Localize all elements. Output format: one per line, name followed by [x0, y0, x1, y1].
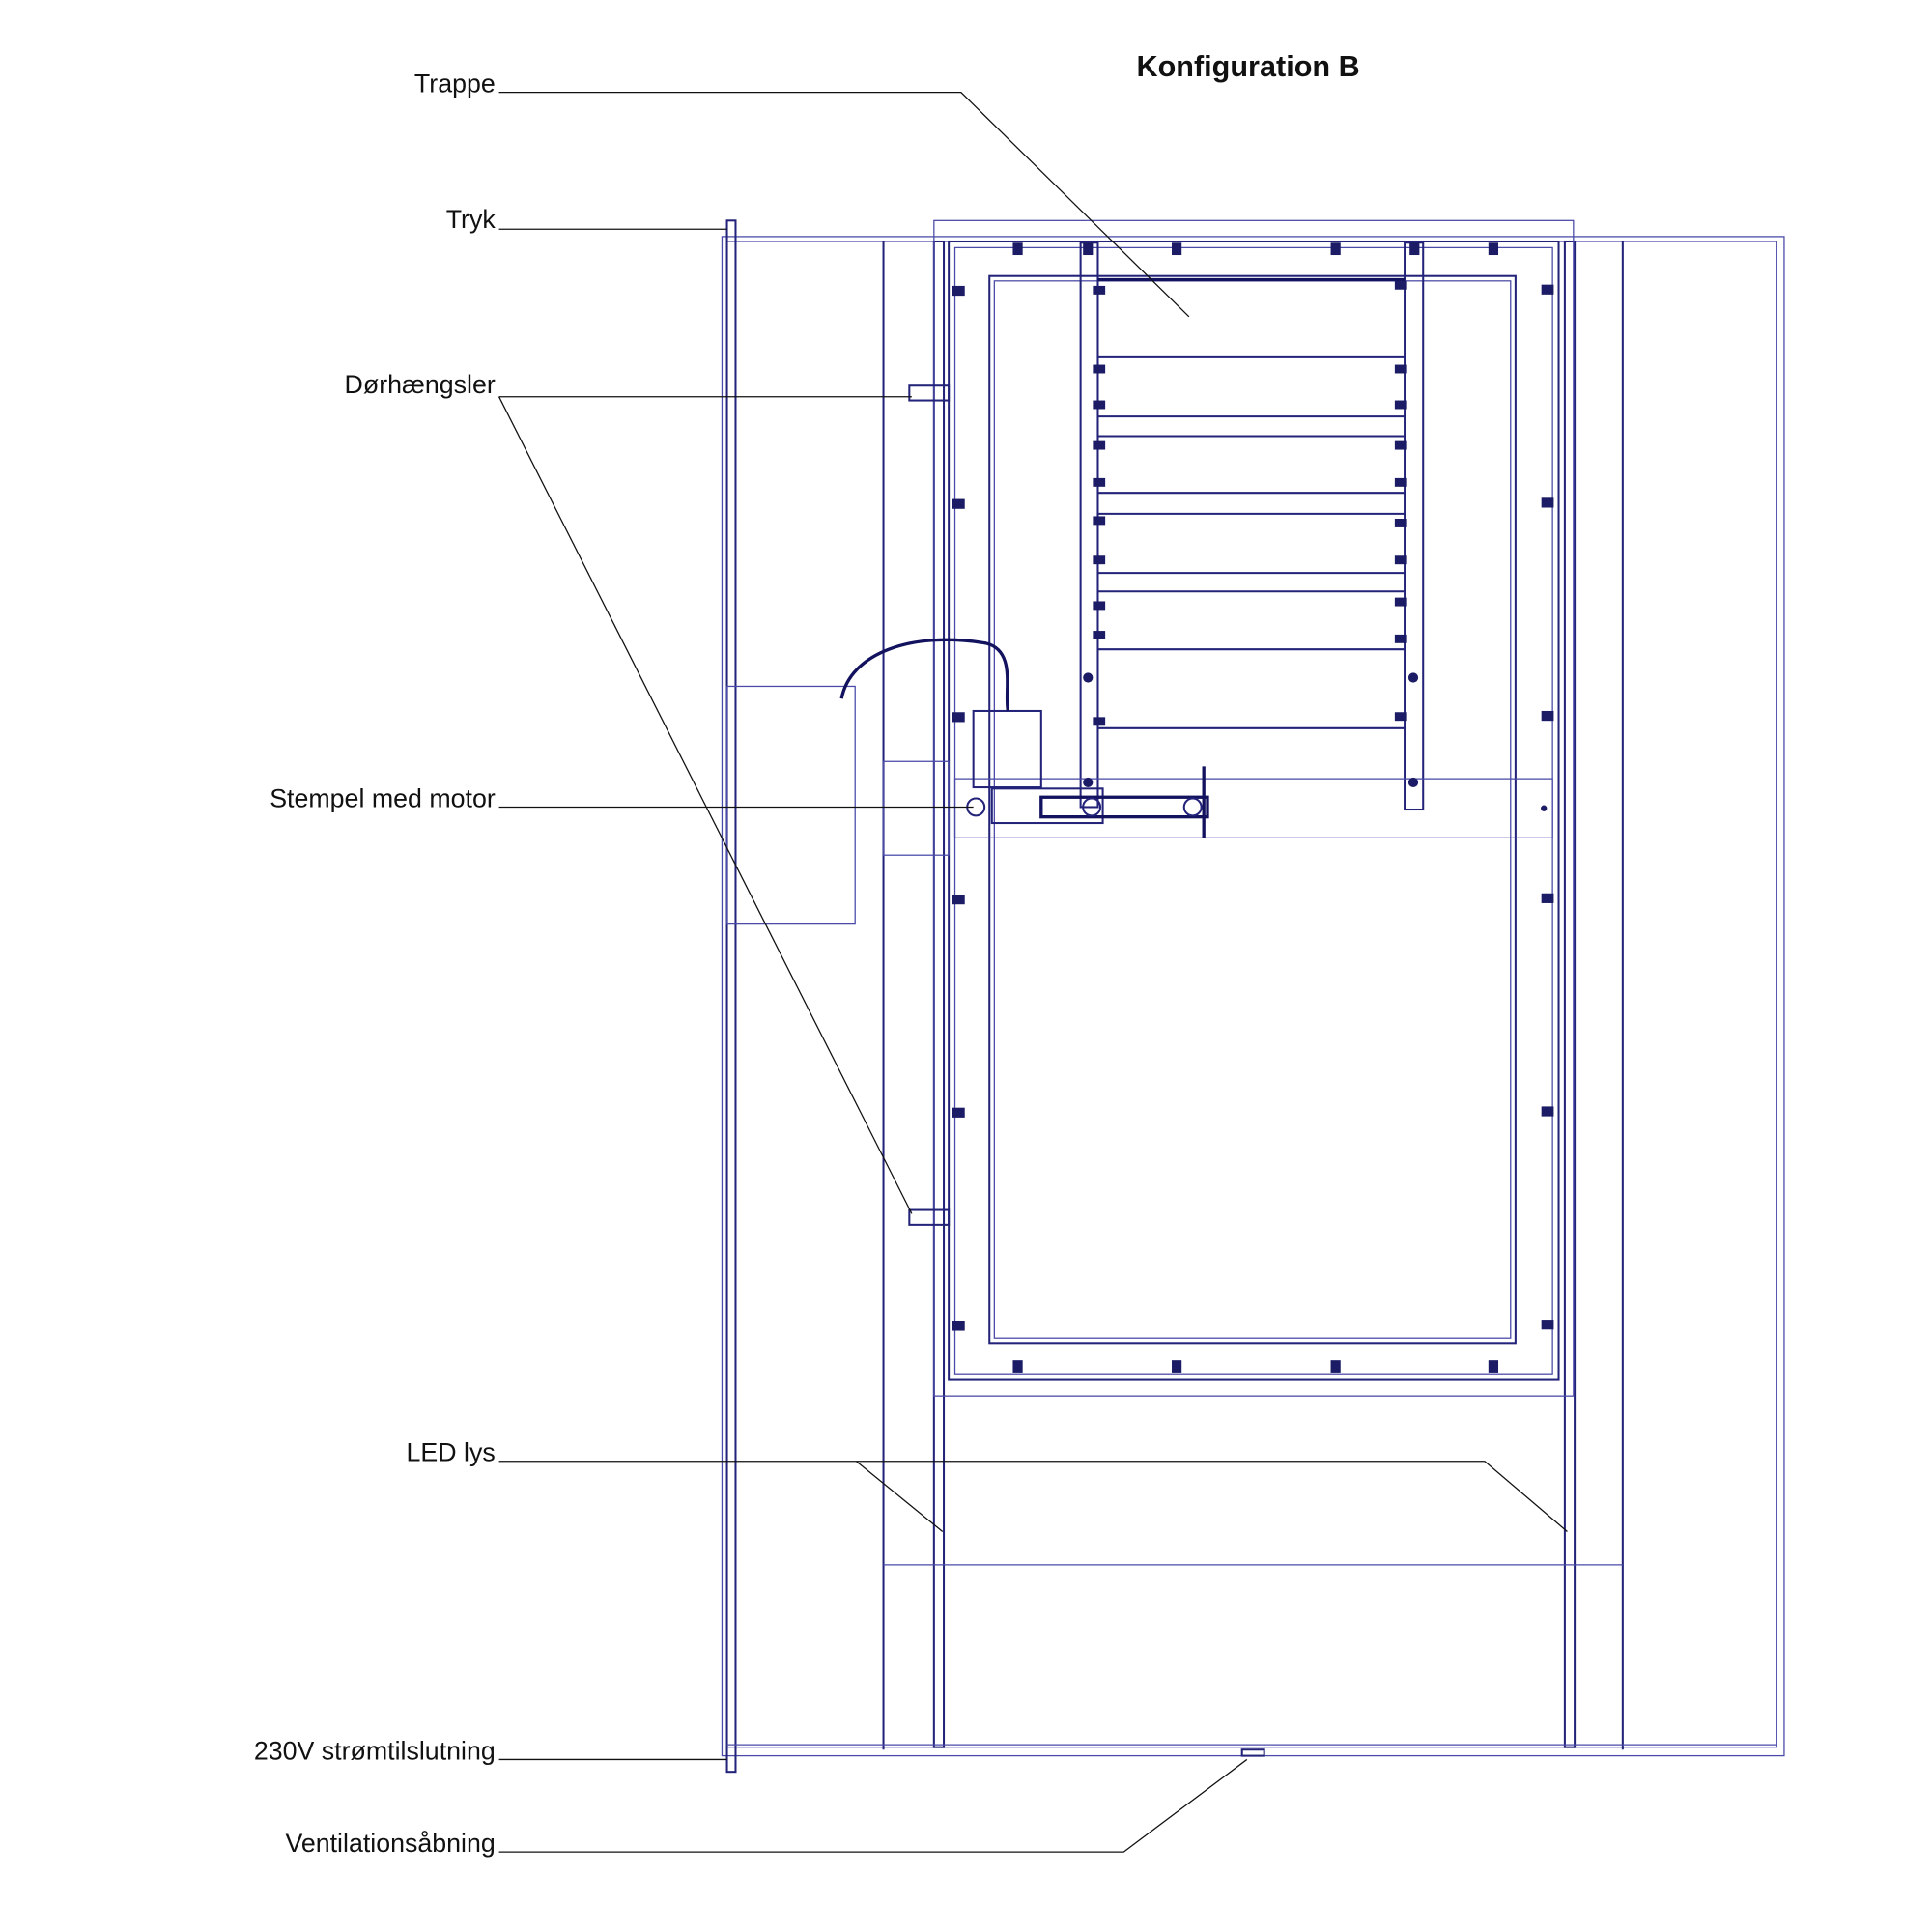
label-led: LED lys [407, 1438, 496, 1467]
pressure-plate [725, 219, 737, 1774]
door-frame [933, 219, 1575, 1397]
label-ventilation: Ventilationsåbning [285, 1829, 495, 1858]
label-dorhaengsler: Dørhængsler [345, 370, 496, 399]
label-stempel: Stempel med motor [270, 783, 496, 812]
label-tryk: Tryk [446, 205, 497, 234]
door-window [988, 274, 1517, 1345]
side-box [725, 685, 856, 925]
stair-drawing [1079, 242, 1425, 811]
leader-trappe [498, 92, 1190, 318]
hinge-bottom [908, 1208, 951, 1226]
leader-led [498, 1461, 1568, 1532]
label-strom: 230V strømtilslutning [254, 1736, 496, 1765]
label-trappe: Trappe [414, 70, 496, 99]
actuator-drawing [839, 638, 1553, 838]
leader-led-2 [856, 1461, 944, 1532]
leader-dorhaengsler-2 [498, 396, 913, 1214]
cabinet-drawing [721, 219, 1785, 1774]
bolts [952, 242, 1554, 1373]
diagram-title: Konfiguration B [1136, 50, 1359, 83]
leader-ventilation [498, 1758, 1248, 1853]
hinge-top [908, 384, 951, 402]
ventilation-opening [1240, 1748, 1265, 1757]
